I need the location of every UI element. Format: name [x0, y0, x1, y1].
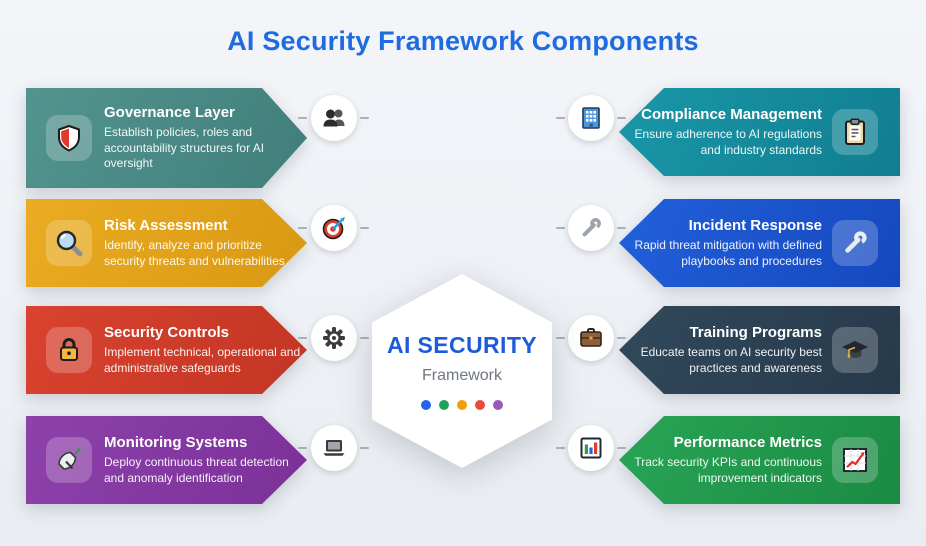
connector-dash	[360, 337, 369, 339]
connector-dash	[617, 227, 626, 229]
connector-dash	[617, 337, 626, 339]
connector-dash	[556, 447, 565, 449]
card-risk-assessment: Risk Assessment Identify, analyze and pr…	[26, 199, 307, 287]
risk-arrow-shape: Risk Assessment Identify, analyze and pr…	[26, 199, 307, 287]
card-title: Performance Metrics	[673, 433, 822, 451]
bar-chart-icon	[580, 437, 602, 459]
connector-dash	[617, 117, 626, 119]
gear-icon	[323, 327, 345, 349]
wrench-icon	[582, 218, 601, 237]
card-icon-box	[832, 109, 878, 155]
card-security-controls: Security Controls Implement technical, o…	[26, 306, 307, 394]
center-title: AI SECURITY	[386, 332, 538, 358]
card-description: Rapid threat mitigation with defined pla…	[634, 237, 822, 268]
laptop-icon	[323, 440, 345, 456]
connector-dash	[556, 337, 565, 339]
card-governance-layer: Governance Layer Establish policies, rol…	[26, 88, 307, 188]
connector-dash	[556, 227, 565, 229]
magnifier-icon	[56, 230, 83, 257]
connector-badge	[311, 205, 357, 251]
connector-badge	[311, 315, 357, 361]
card-monitoring-systems: Monitoring Systems Deploy continuous thr…	[26, 416, 307, 504]
connector-dash	[298, 337, 307, 339]
card-incident-response: Incident Response Rapid threat mitigatio…	[619, 199, 900, 287]
card-title: Compliance Management	[641, 105, 822, 123]
briefcase-icon	[580, 328, 602, 347]
connector-dash	[556, 117, 565, 119]
card-title: Security Controls	[104, 323, 230, 341]
connector-badge	[568, 425, 614, 471]
connector-badge	[568, 315, 614, 361]
connector-dash	[360, 117, 369, 119]
card-compliance-management: Compliance Management Ensure adherence t…	[619, 88, 900, 176]
card-training-programs: Training Programs Educate teams on AI se…	[619, 306, 900, 394]
connector-dash	[617, 447, 626, 449]
accent-dot	[493, 400, 503, 410]
accent-dot	[421, 400, 431, 410]
card-description: Identify, analyze and prioritize securit…	[104, 237, 285, 268]
connector-badge	[568, 205, 614, 251]
card-performance-metrics: Performance Metrics Track security KPIs …	[619, 416, 900, 504]
security-arrow-shape: Security Controls Implement technical, o…	[26, 306, 307, 394]
training-arrow-shape: Training Programs Educate teams on AI se…	[619, 306, 900, 394]
center-hexagon: AI SECURITY Framework	[372, 274, 552, 468]
people-icon	[323, 109, 345, 127]
card-icon-box	[46, 437, 92, 483]
target-icon	[322, 217, 345, 240]
card-title: Incident Response	[688, 216, 822, 234]
accent-dot	[457, 400, 467, 410]
card-icon-box	[832, 220, 878, 266]
accent-dot	[475, 400, 485, 410]
accent-dot	[439, 400, 449, 410]
chart-increasing-icon	[843, 448, 867, 472]
governance-arrow-shape: Governance Layer Establish policies, rol…	[26, 88, 307, 188]
connector-dash	[298, 117, 307, 119]
graduation-cap-icon	[842, 341, 868, 358]
connector-dash	[360, 227, 369, 229]
card-icon-box	[46, 327, 92, 373]
connector-dash	[298, 227, 307, 229]
card-description: Implement technical, operational and adm…	[104, 344, 301, 375]
connector-badge	[311, 425, 357, 471]
card-description: Educate teams on AI security best practi…	[640, 344, 822, 375]
accent-dots	[421, 400, 503, 410]
page-title: AI Security Framework Components	[227, 26, 699, 56]
incident-arrow-shape: Incident Response Rapid threat mitigatio…	[619, 199, 900, 287]
card-description: Establish policies, roles and accountabi…	[104, 124, 265, 171]
card-title: Monitoring Systems	[104, 433, 248, 451]
building-icon	[582, 107, 600, 129]
card-icon-box	[832, 327, 878, 373]
center-subtitle: Framework	[421, 367, 502, 384]
card-icon-box	[46, 220, 92, 266]
compliance-arrow-shape: Compliance Management Ensure adherence t…	[619, 88, 900, 176]
card-icon-box	[832, 437, 878, 483]
card-description: Deploy continuous threat detection and a…	[104, 454, 289, 485]
card-title: Governance Layer	[104, 103, 235, 121]
connector-badge	[568, 95, 614, 141]
card-description: Ensure adherence to AI regulations and i…	[634, 126, 822, 157]
wrench-icon	[845, 231, 867, 253]
lock-icon	[60, 338, 78, 361]
connector-dash	[360, 447, 369, 449]
connector-badge	[311, 95, 357, 141]
card-title: Risk Assessment	[104, 216, 228, 234]
connector-dash	[298, 447, 307, 449]
card-title: Training Programs	[689, 323, 822, 341]
card-icon-box	[46, 115, 92, 161]
performance-arrow-shape: Performance Metrics Track security KPIs …	[619, 416, 900, 504]
shield-icon	[58, 125, 80, 152]
monitoring-arrow-shape: Monitoring Systems Deploy continuous thr…	[26, 416, 307, 504]
clipboard-icon	[845, 118, 865, 145]
card-description: Track security KPIs and continuous impro…	[634, 454, 822, 485]
satellite-icon	[58, 448, 81, 470]
